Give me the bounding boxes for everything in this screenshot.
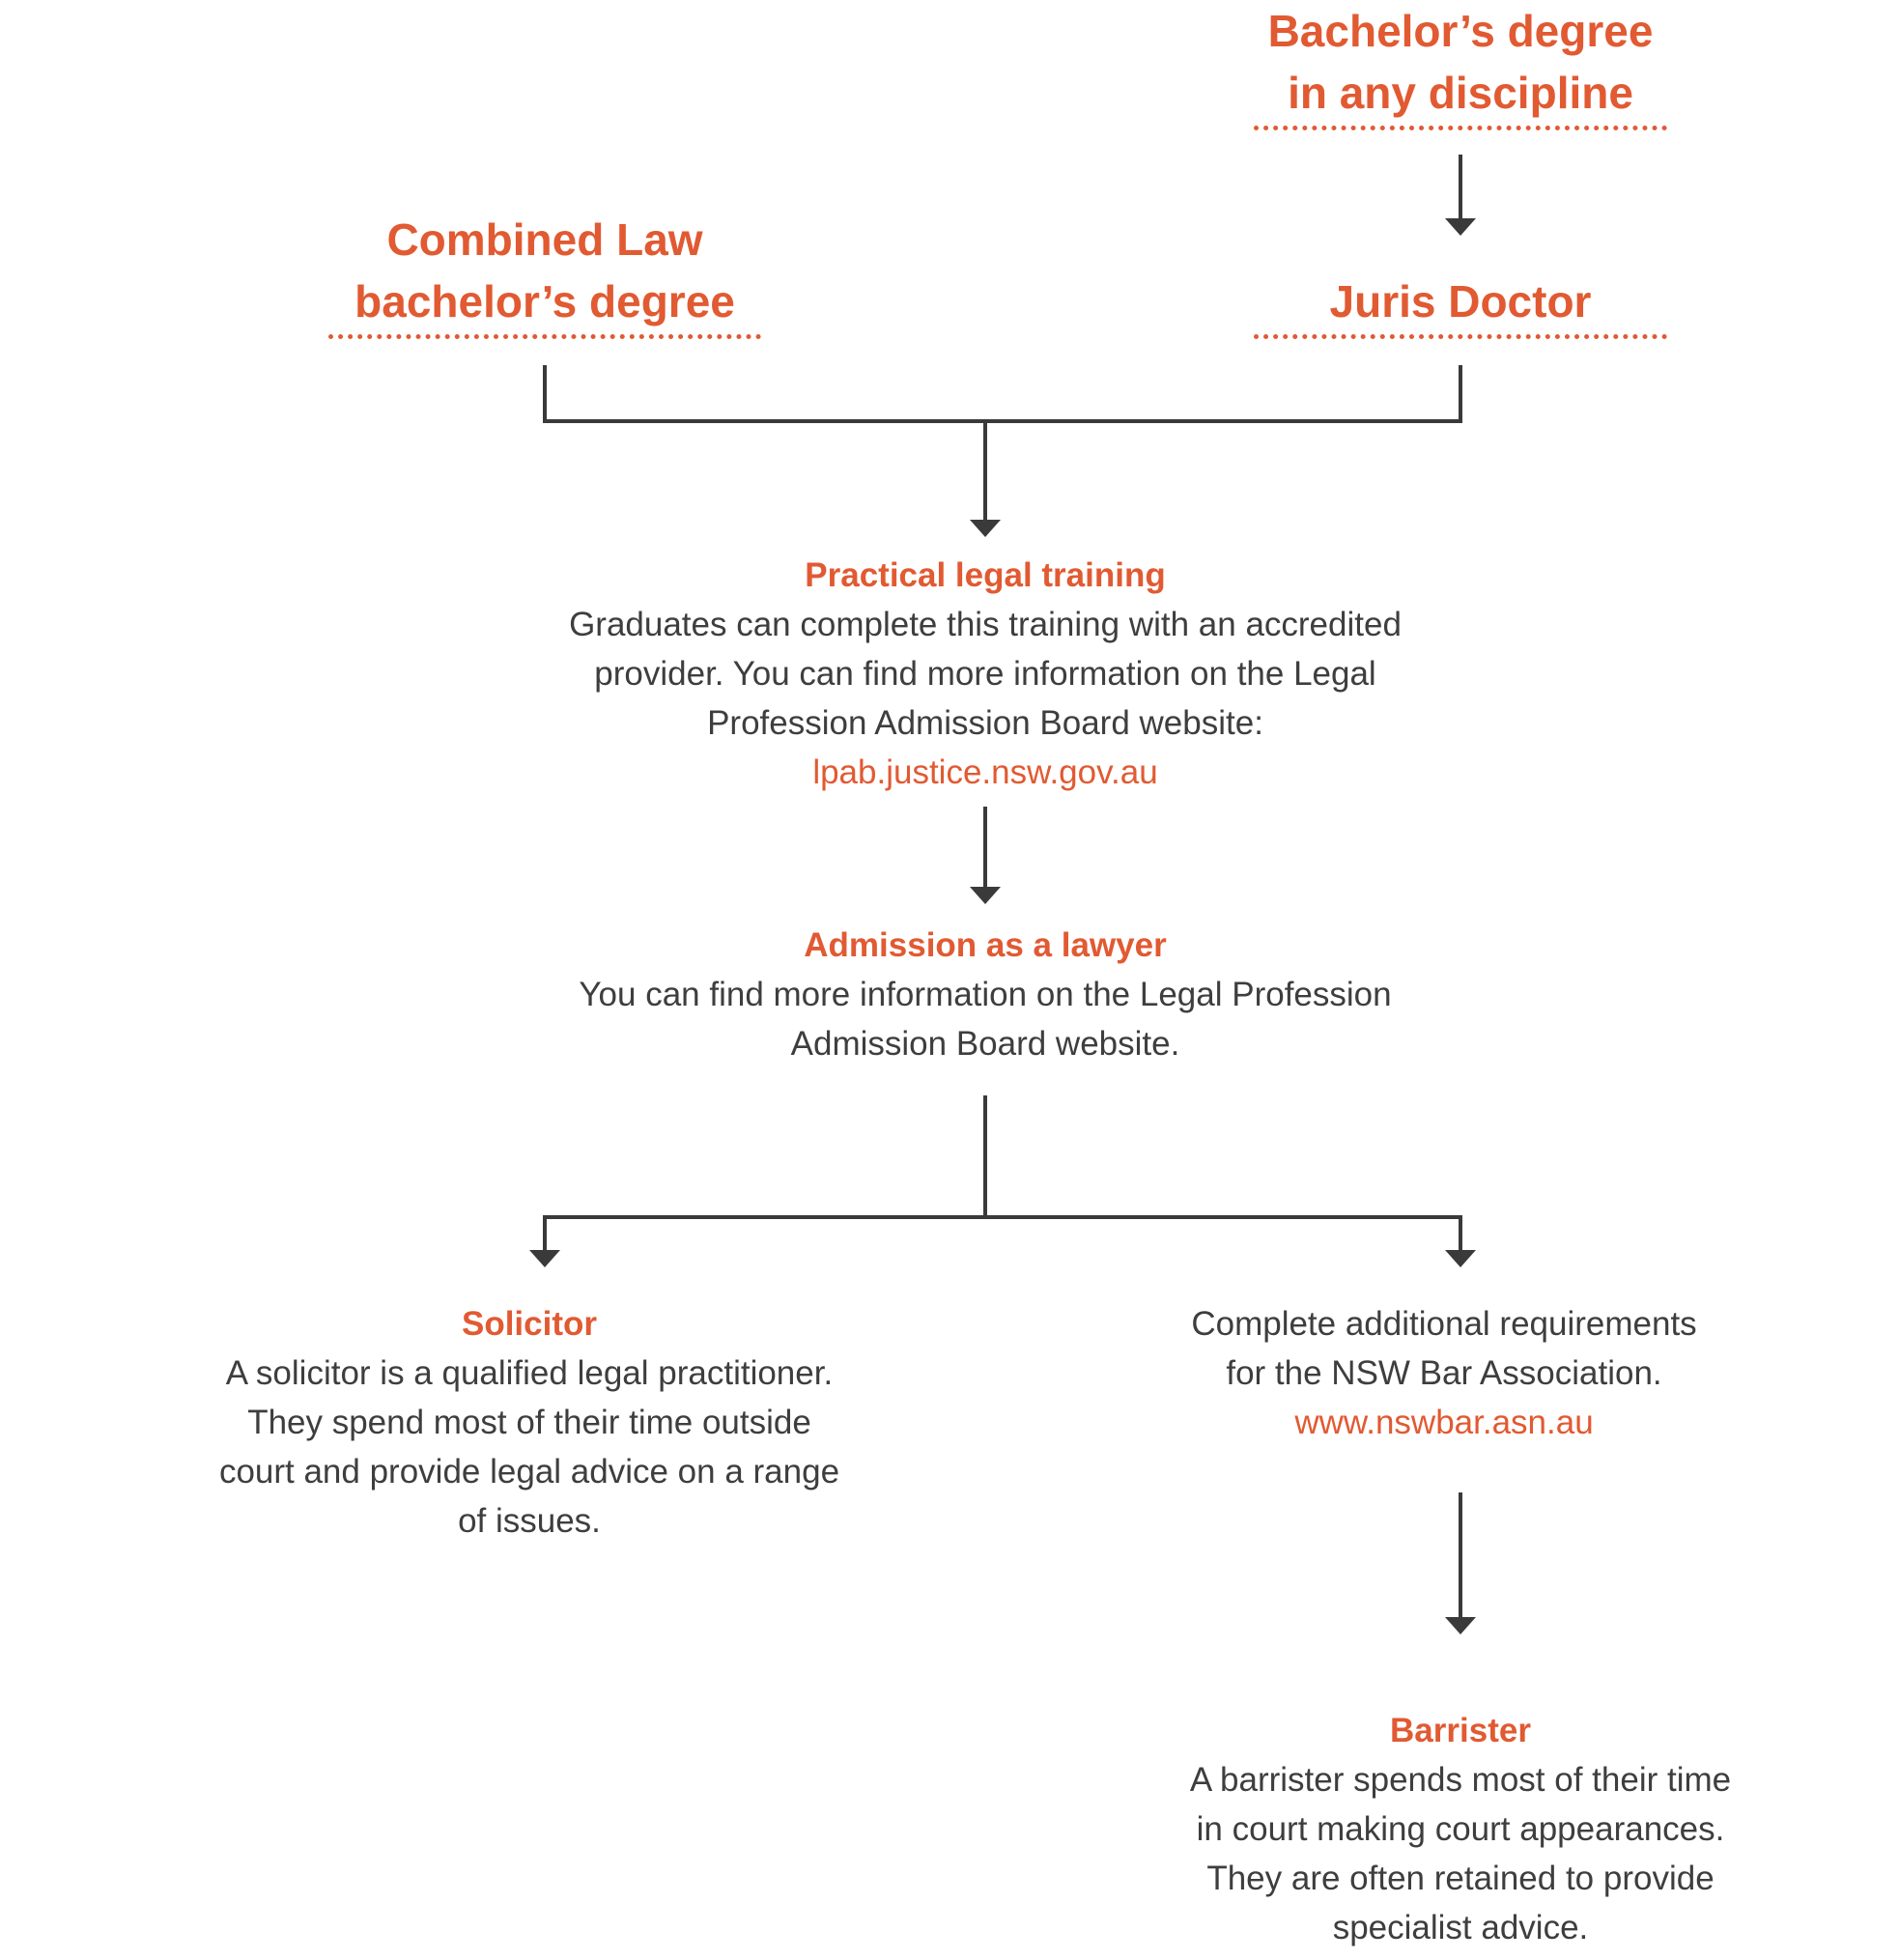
combined-law-title-line2: bachelor’s degree bbox=[354, 276, 735, 327]
solicitor-text-line4: of issues. bbox=[458, 1502, 601, 1540]
bachelor-title-line1: Bachelor’s degree bbox=[1267, 6, 1654, 56]
arrowhead-juris-doctor bbox=[1445, 218, 1476, 236]
arrowhead-solicitor bbox=[529, 1250, 560, 1267]
solicitor-text-line2: They spend most of their time outside bbox=[247, 1404, 811, 1441]
practical-training-text-line3: Profession Admission Board website: bbox=[707, 704, 1263, 742]
nswbar-link[interactable]: www.nswbar.asn.au bbox=[1294, 1404, 1594, 1441]
juris-doctor-title: Juris Doctor bbox=[1329, 276, 1592, 327]
node-solicitor: Solicitor A solicitor is a qualified leg… bbox=[160, 1299, 898, 1546]
solicitor-text-line1: A solicitor is a qualified legal practit… bbox=[225, 1354, 834, 1392]
arrowhead-bar-requirements bbox=[1445, 1250, 1476, 1267]
combined-law-title-line1: Combined Law bbox=[386, 214, 703, 265]
admission-title: Admission as a lawyer bbox=[804, 926, 1167, 964]
bar-requirements-text-line1: Complete additional requirements bbox=[1191, 1305, 1697, 1343]
node-bachelor-degree: Bachelor’s degree in any discipline bbox=[1248, 0, 1673, 124]
connector-split bbox=[543, 1215, 1462, 1252]
node-practical-legal-training: Practical legal training Graduates can c… bbox=[464, 551, 1507, 797]
barrister-text-line4: specialist advice. bbox=[1332, 1909, 1589, 1946]
barrister-text-line1: A barrister spends most of their time bbox=[1189, 1761, 1732, 1799]
practical-training-text-line2: provider. You can find more information … bbox=[594, 655, 1376, 693]
practical-training-title: Practical legal training bbox=[805, 556, 1166, 594]
lpab-link[interactable]: lpab.justice.nsw.gov.au bbox=[812, 753, 1158, 791]
solicitor-text-line3: court and provide legal advice on a rang… bbox=[218, 1453, 840, 1491]
arrowhead-barrister bbox=[1445, 1617, 1476, 1634]
node-barrister: Barrister A barrister spends most of the… bbox=[1122, 1706, 1799, 1952]
combined-law-underline bbox=[328, 334, 761, 339]
admission-text-line2: Admission Board website. bbox=[790, 1025, 1180, 1063]
node-admission: Admission as a lawyer You can find more … bbox=[464, 921, 1507, 1068]
practical-training-text-line1: Graduates can complete this training wit… bbox=[569, 606, 1402, 643]
arrowhead-admission bbox=[970, 887, 1001, 904]
bar-requirements-text-line2: for the NSW Bar Association. bbox=[1226, 1354, 1662, 1392]
barrister-title: Barrister bbox=[1390, 1712, 1531, 1749]
barrister-text-line2: in court making court appearances. bbox=[1196, 1810, 1725, 1848]
barrister-text-line3: They are often retained to provide bbox=[1206, 1860, 1715, 1897]
bachelor-title-line2: in any discipline bbox=[1288, 68, 1633, 118]
bachelor-underline bbox=[1254, 126, 1667, 130]
node-juris-doctor: Juris Doctor bbox=[1248, 270, 1673, 332]
connector-merge-to-training bbox=[543, 365, 1462, 423]
juris-doctor-underline bbox=[1254, 334, 1667, 339]
solicitor-title: Solicitor bbox=[461, 1305, 598, 1343]
node-bar-requirements: Complete additional requirements for the… bbox=[1111, 1299, 1777, 1447]
arrowhead-practical-training bbox=[970, 520, 1001, 537]
node-combined-law: Combined Law bachelor’s degree bbox=[323, 209, 767, 332]
admission-text-line1: You can find more information on the Leg… bbox=[579, 976, 1392, 1013]
